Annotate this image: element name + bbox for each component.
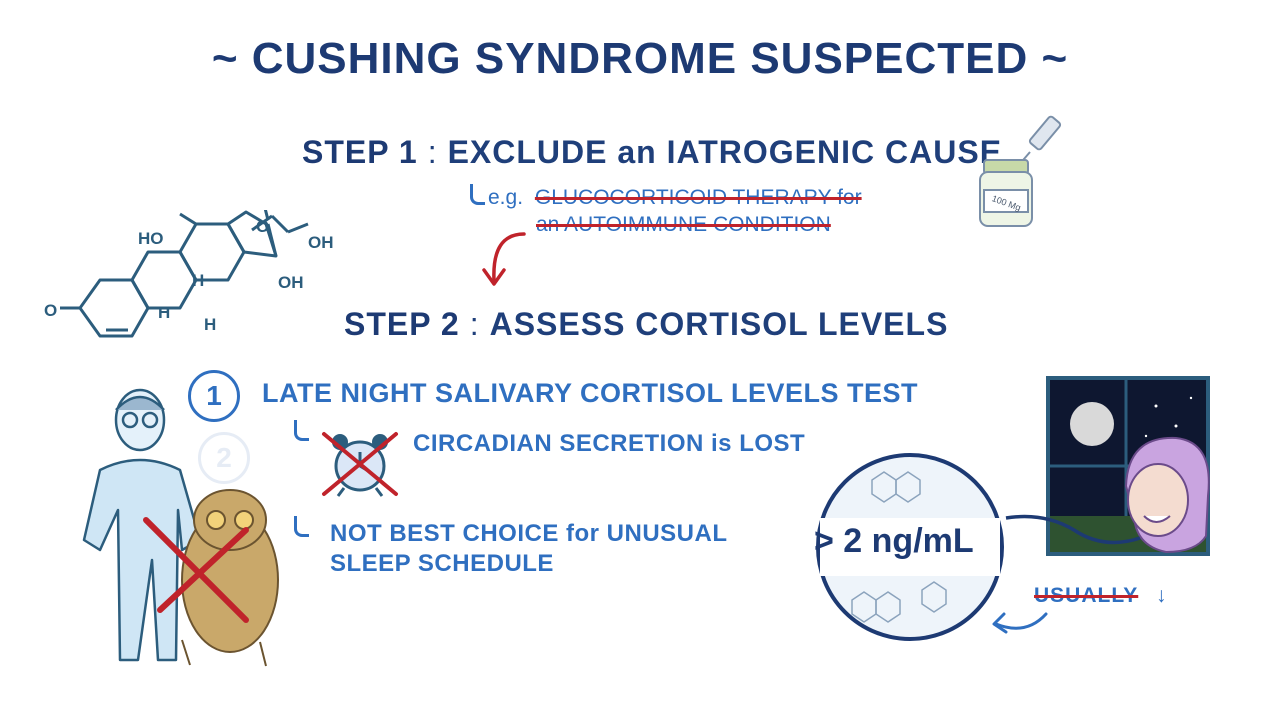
usually-down-arrow-icon: ↓	[1156, 584, 1168, 607]
molecule-h1: H	[192, 271, 204, 290]
molecule-ho-top: HO	[138, 229, 164, 248]
step1-example-prefix: e.g.	[488, 186, 524, 209]
point2-line2: SLEEP SCHEDULE	[330, 550, 554, 577]
step2-label: STEP 2	[344, 306, 460, 342]
faded-number-badge: 2	[198, 432, 250, 484]
night-window-illustration	[1046, 376, 1210, 556]
cortisol-threshold-label: > 2 ng/mL	[814, 522, 974, 561]
molecule-oh-ring: OH	[278, 273, 304, 292]
molecule-h2: H	[158, 303, 170, 322]
molecule-h3: H	[204, 315, 216, 334]
magnified-saliva-circle	[816, 453, 1004, 641]
page-title: ~ CUSHING SYNDROME SUSPECTED ~	[211, 34, 1069, 83]
cortisol-molecule-diagram: O HO O OH OH H H H	[44, 210, 334, 338]
point2-line1: NOT BEST CHOICE for UNUSUAL	[330, 520, 728, 547]
molecule-o-left: O	[44, 301, 57, 320]
point1-text: CIRCADIAN SECRETION is LOST	[413, 430, 806, 457]
moon-icon	[1070, 402, 1114, 446]
molecule-oh-right: OH	[308, 233, 334, 252]
red-down-arrow-icon	[482, 232, 526, 286]
cortisol-threshold-value: > 2 ng/mL	[814, 522, 974, 560]
step1-heading: STEP 1:EXCLUDE an IATROGENIC CAUSE	[302, 134, 1002, 171]
curved-arrow-icon	[992, 612, 1048, 634]
step2-heading: STEP 2:ASSESS CORTISOL LEVELS	[344, 306, 948, 343]
point2-hook	[294, 516, 309, 537]
step1-example-hook	[470, 184, 485, 205]
connector-line	[1005, 514, 1141, 545]
step2-text: ASSESS CORTISOL LEVELS	[489, 306, 949, 342]
usually-text: USUALLY	[1034, 584, 1139, 607]
crossed-alarm-clock-icon	[322, 432, 398, 497]
step1-label: STEP 1	[302, 134, 418, 170]
step1-example-text2: an AUTOIMMUNE CONDITION	[536, 213, 831, 236]
step1-example-text1: GLUCOCORTICOID THERAPY for	[534, 186, 862, 209]
point1-hook	[294, 420, 309, 441]
test-title: LATE NIGHT SALIVARY CORTISOL LEVELS TEST	[262, 378, 919, 408]
doctor-with-owl-illustration	[82, 388, 279, 667]
step1-example-line1: e.g. GLUCOCORTICOID THERAPY for	[488, 186, 862, 210]
molecule-o-top: O	[256, 217, 269, 236]
usually-label: USUALLY	[1034, 584, 1138, 608]
step1-separator: :	[427, 134, 438, 170]
test-number-badge: 1	[188, 370, 240, 422]
step2-separator: :	[469, 306, 480, 342]
vial-syringe-icon: 100 Mg	[979, 115, 1062, 227]
step1-text: EXCLUDE an IATROGENIC CAUSE	[447, 134, 1003, 170]
